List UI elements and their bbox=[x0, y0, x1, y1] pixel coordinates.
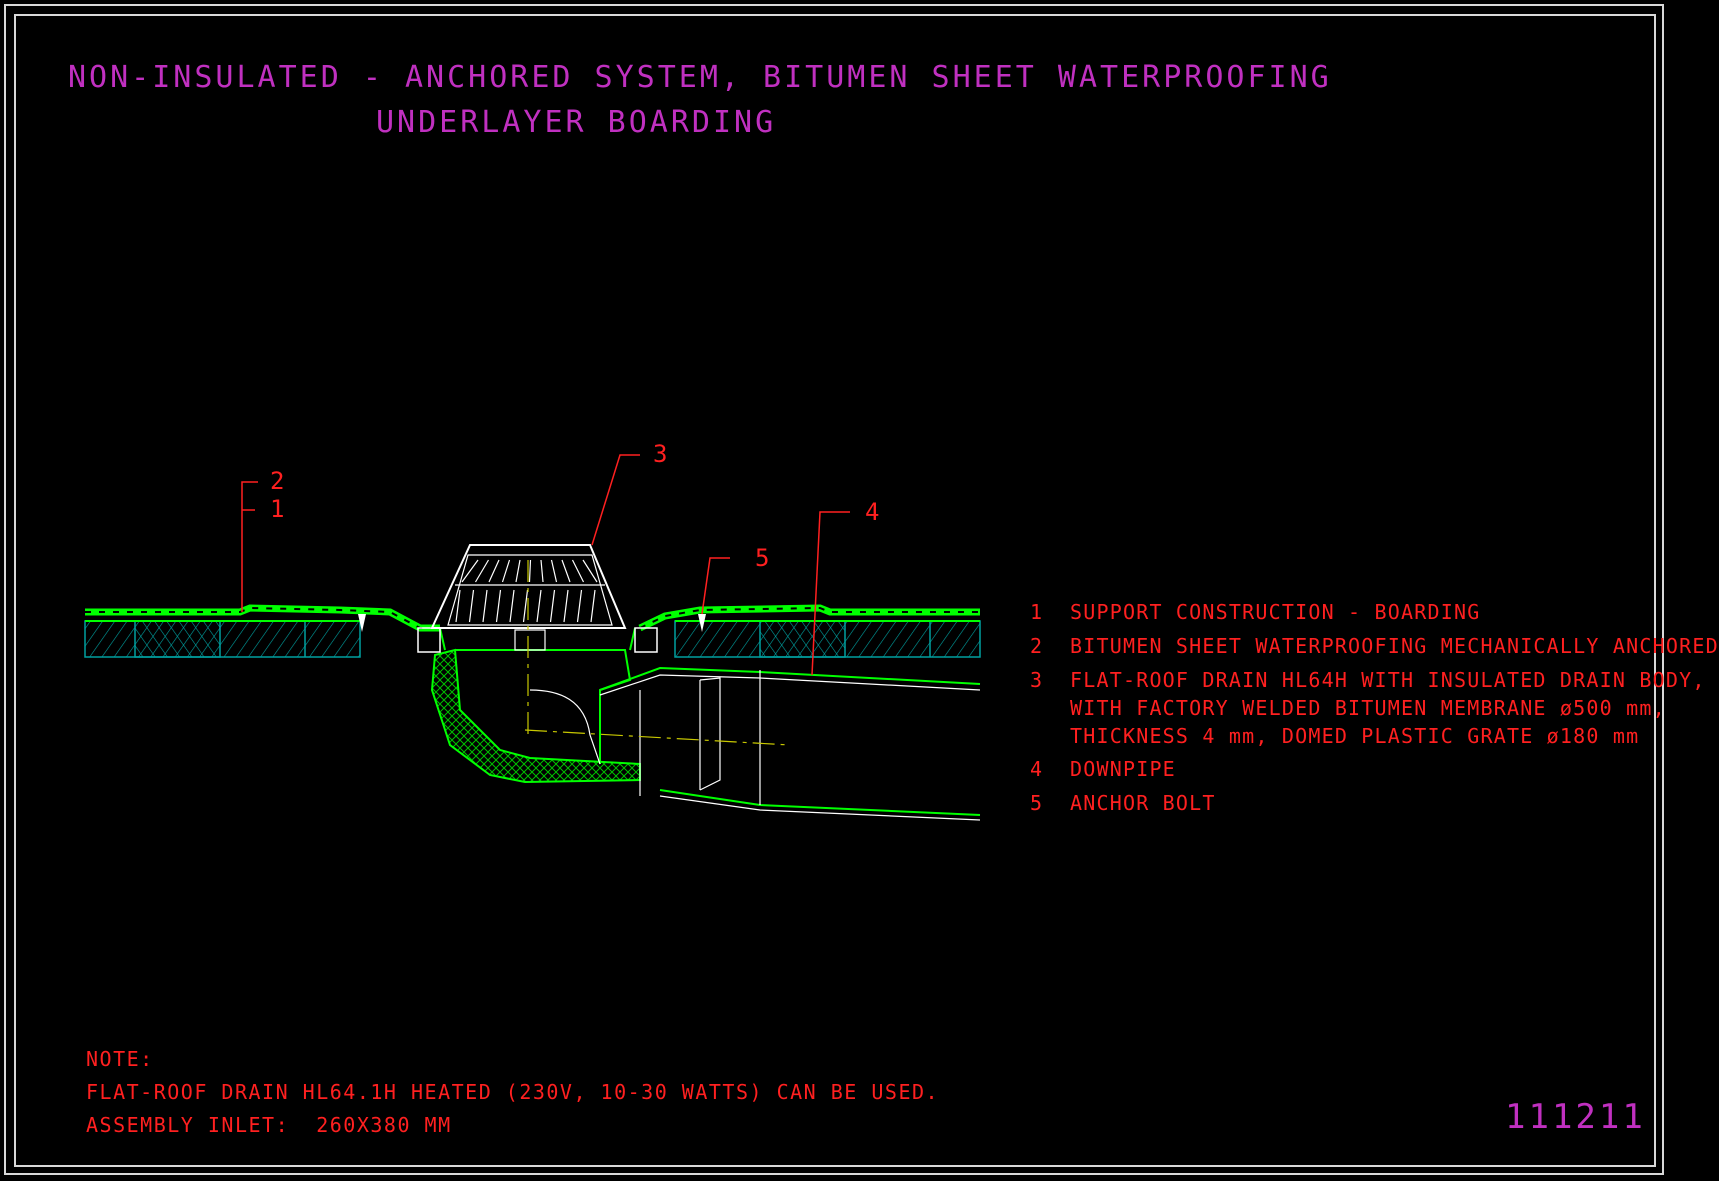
legend-text-1: SUPPORT CONSTRUCTION - BOARDING bbox=[1070, 600, 1481, 624]
note-heading: NOTE: bbox=[86, 1047, 154, 1071]
legend-num-4: 4 bbox=[1030, 757, 1043, 781]
title-line-2: UNDERLAYER BOARDING bbox=[376, 105, 777, 140]
callout-5: 5 bbox=[755, 544, 770, 572]
legend-num-3: 3 bbox=[1030, 668, 1043, 692]
outer-frame bbox=[4, 4, 1664, 1175]
leader-lines bbox=[241, 454, 850, 676]
downpipe bbox=[599, 666, 981, 821]
callout-1: 1 bbox=[270, 495, 285, 523]
legend-text-2: BITUMEN SHEET WATERPROOFING MECHANICALLY… bbox=[1070, 634, 1719, 658]
drain-section-drawing bbox=[84, 454, 981, 821]
anchor-bolt-right bbox=[698, 614, 706, 632]
domed-grate bbox=[430, 544, 627, 651]
drawing-number: 111211 bbox=[1505, 1097, 1646, 1137]
legend-text-3b: WITH FACTORY WELDED BITUMEN MEMBRANE ø50… bbox=[1070, 696, 1666, 720]
legend-num-2: 2 bbox=[1030, 634, 1043, 658]
inner-frame bbox=[14, 14, 1656, 1167]
callout-3: 3 bbox=[653, 440, 668, 468]
callout-2: 2 bbox=[270, 467, 285, 495]
boarding-right bbox=[674, 620, 981, 658]
callout-4: 4 bbox=[865, 498, 880, 526]
note-line-1: FLAT-ROOF DRAIN HL64.1H HEATED (230V, 10… bbox=[86, 1080, 940, 1104]
legend-text-5: ANCHOR BOLT bbox=[1070, 791, 1216, 815]
drain-body bbox=[417, 627, 658, 784]
anchor-bolt-left bbox=[358, 614, 366, 632]
legend-text-3a: FLAT-ROOF DRAIN HL64H WITH INSULATED DRA… bbox=[1070, 668, 1706, 692]
membrane-right bbox=[638, 604, 980, 632]
pipe-centerline bbox=[524, 729, 791, 746]
legend-num-1: 1 bbox=[1030, 600, 1043, 624]
legend-num-5: 5 bbox=[1030, 791, 1043, 815]
boarding-left bbox=[84, 620, 361, 658]
legend-text-3c: THICKNESS 4 mm, DOMED PLASTIC GRATE ø180… bbox=[1070, 724, 1640, 748]
legend-text-4: DOWNPIPE bbox=[1070, 757, 1176, 781]
title-line-1: NON-INSULATED - ANCHORED SYSTEM, BITUMEN… bbox=[68, 60, 1332, 95]
note-line-2: ASSEMBLY INLET: 260X380 MM bbox=[86, 1113, 452, 1137]
